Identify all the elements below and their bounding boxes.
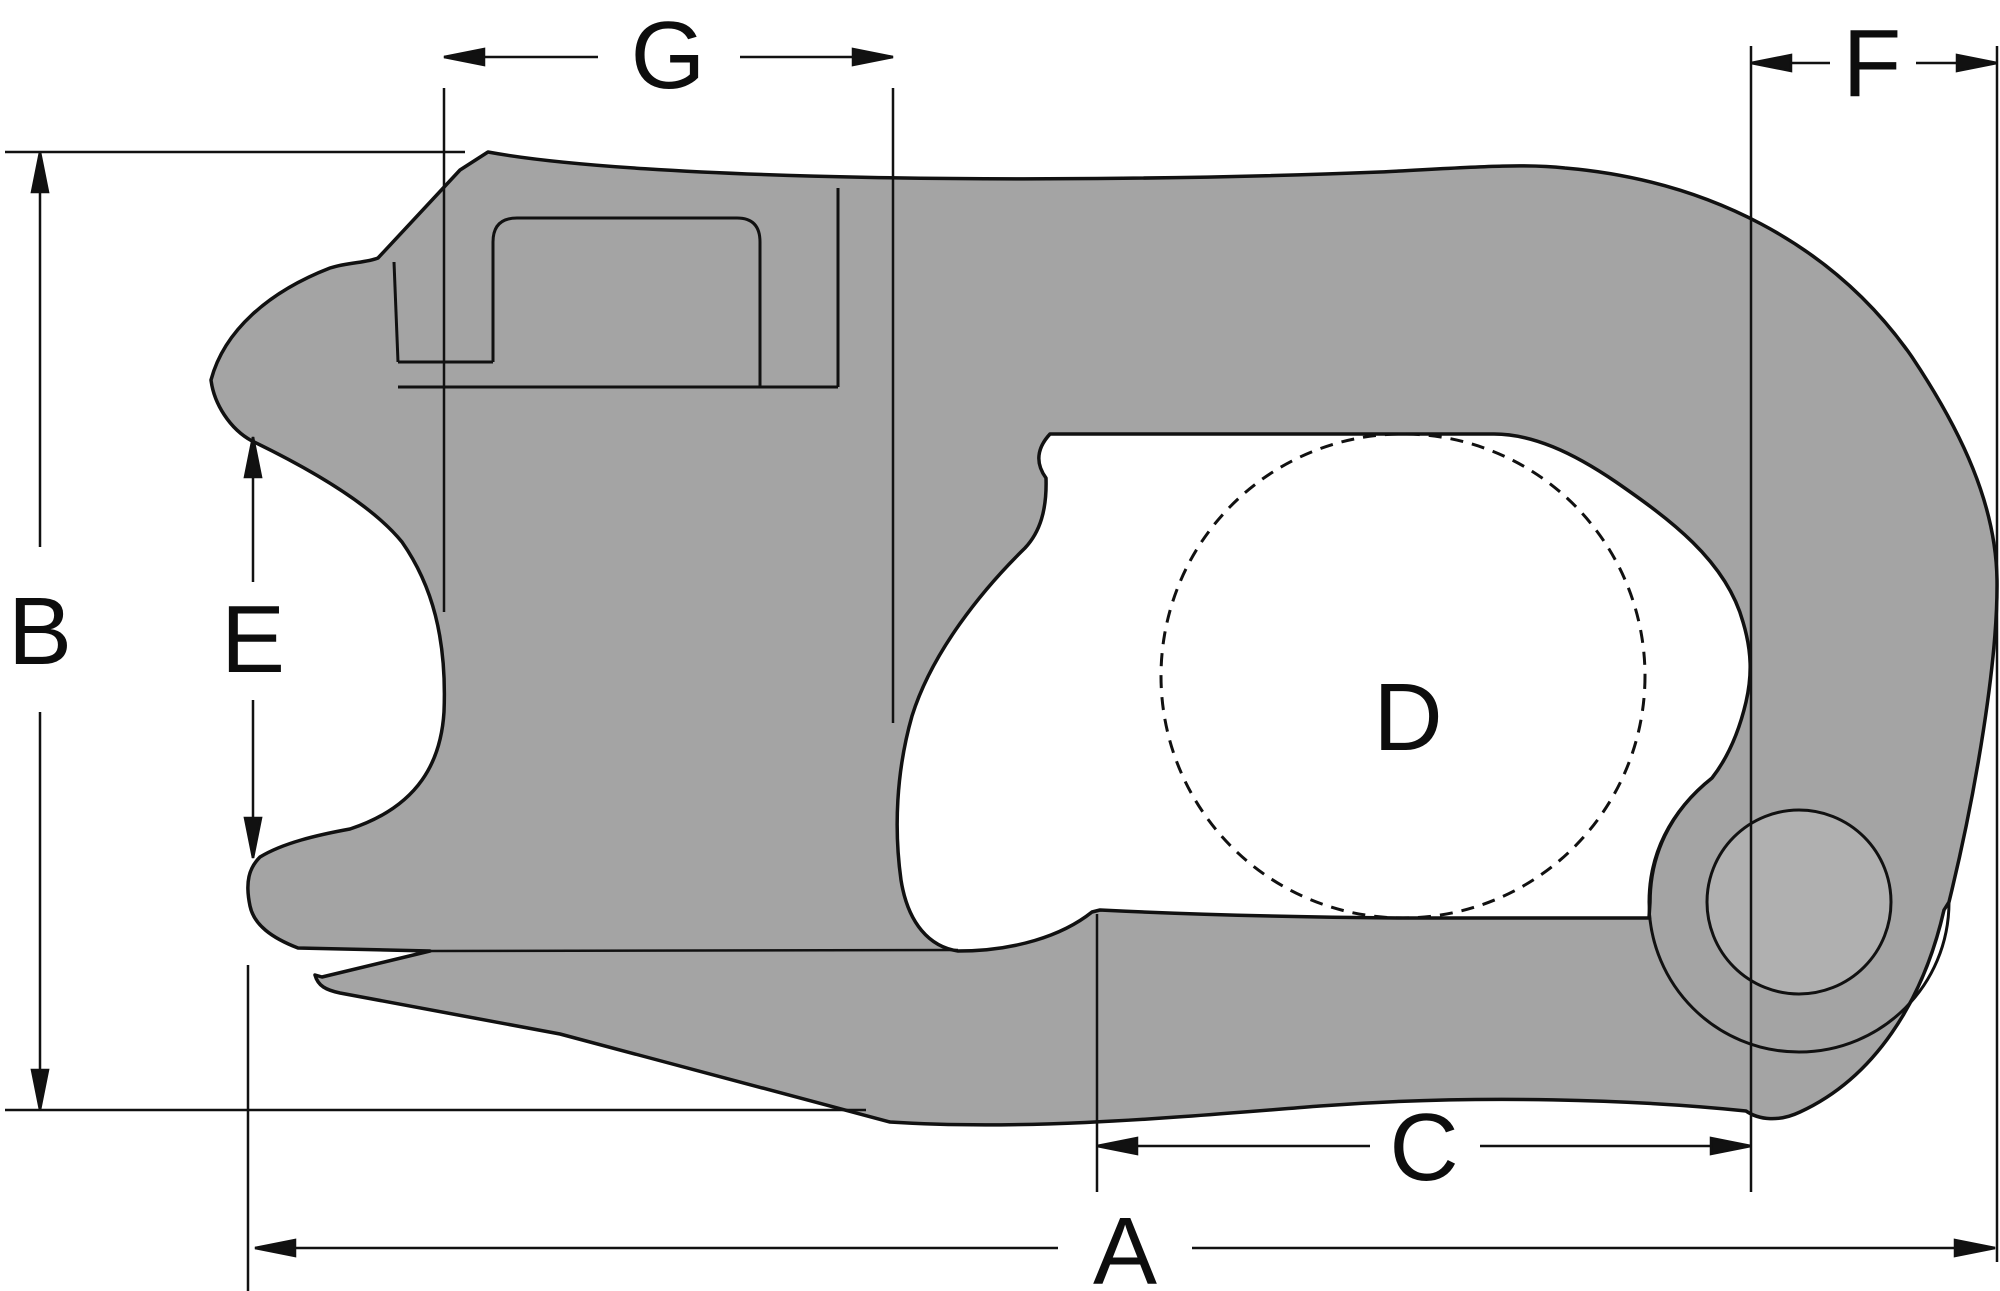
label-a: A bbox=[1093, 1198, 1157, 1291]
label-b: B bbox=[8, 578, 72, 685]
label-g: G bbox=[631, 2, 706, 109]
boss-arc bbox=[1647, 776, 1951, 1054]
arrowhead-e-bottom bbox=[243, 816, 263, 859]
label-c: C bbox=[1389, 1094, 1458, 1201]
label-f: F bbox=[1843, 10, 1902, 117]
part-group bbox=[209, 150, 1999, 1127]
arrowhead-f-right bbox=[1955, 53, 1998, 73]
arrowhead-a-left bbox=[254, 1238, 297, 1258]
pipe-diameter-dashed-circle bbox=[1159, 432, 1647, 920]
arrowhead-c-right bbox=[1709, 1136, 1752, 1156]
part-silhouette bbox=[209, 150, 1999, 1127]
arrowhead-c-left bbox=[1096, 1136, 1139, 1156]
arrowhead-g-right bbox=[851, 47, 894, 67]
arrowhead-b-bottom bbox=[30, 1068, 50, 1111]
label-d: D bbox=[1373, 664, 1442, 771]
dimension-labels: G F B E D C A bbox=[8, 2, 1901, 1291]
boss-tab-lines bbox=[392, 188, 840, 389]
arrowhead-b-top bbox=[30, 151, 50, 194]
arrowhead-e-top bbox=[243, 436, 263, 479]
tab-rounded-outline bbox=[491, 216, 762, 386]
arrowhead-g-left bbox=[443, 47, 486, 67]
arrowhead-f-left bbox=[1750, 53, 1793, 73]
pin-circle bbox=[1705, 808, 1893, 996]
throat-crease-line bbox=[429, 948, 959, 953]
arrowhead-a-right bbox=[1953, 1238, 1996, 1258]
label-e: E bbox=[221, 586, 285, 693]
tab-step-slant-line bbox=[392, 261, 400, 363]
dimension-lines bbox=[30, 47, 1998, 1258]
